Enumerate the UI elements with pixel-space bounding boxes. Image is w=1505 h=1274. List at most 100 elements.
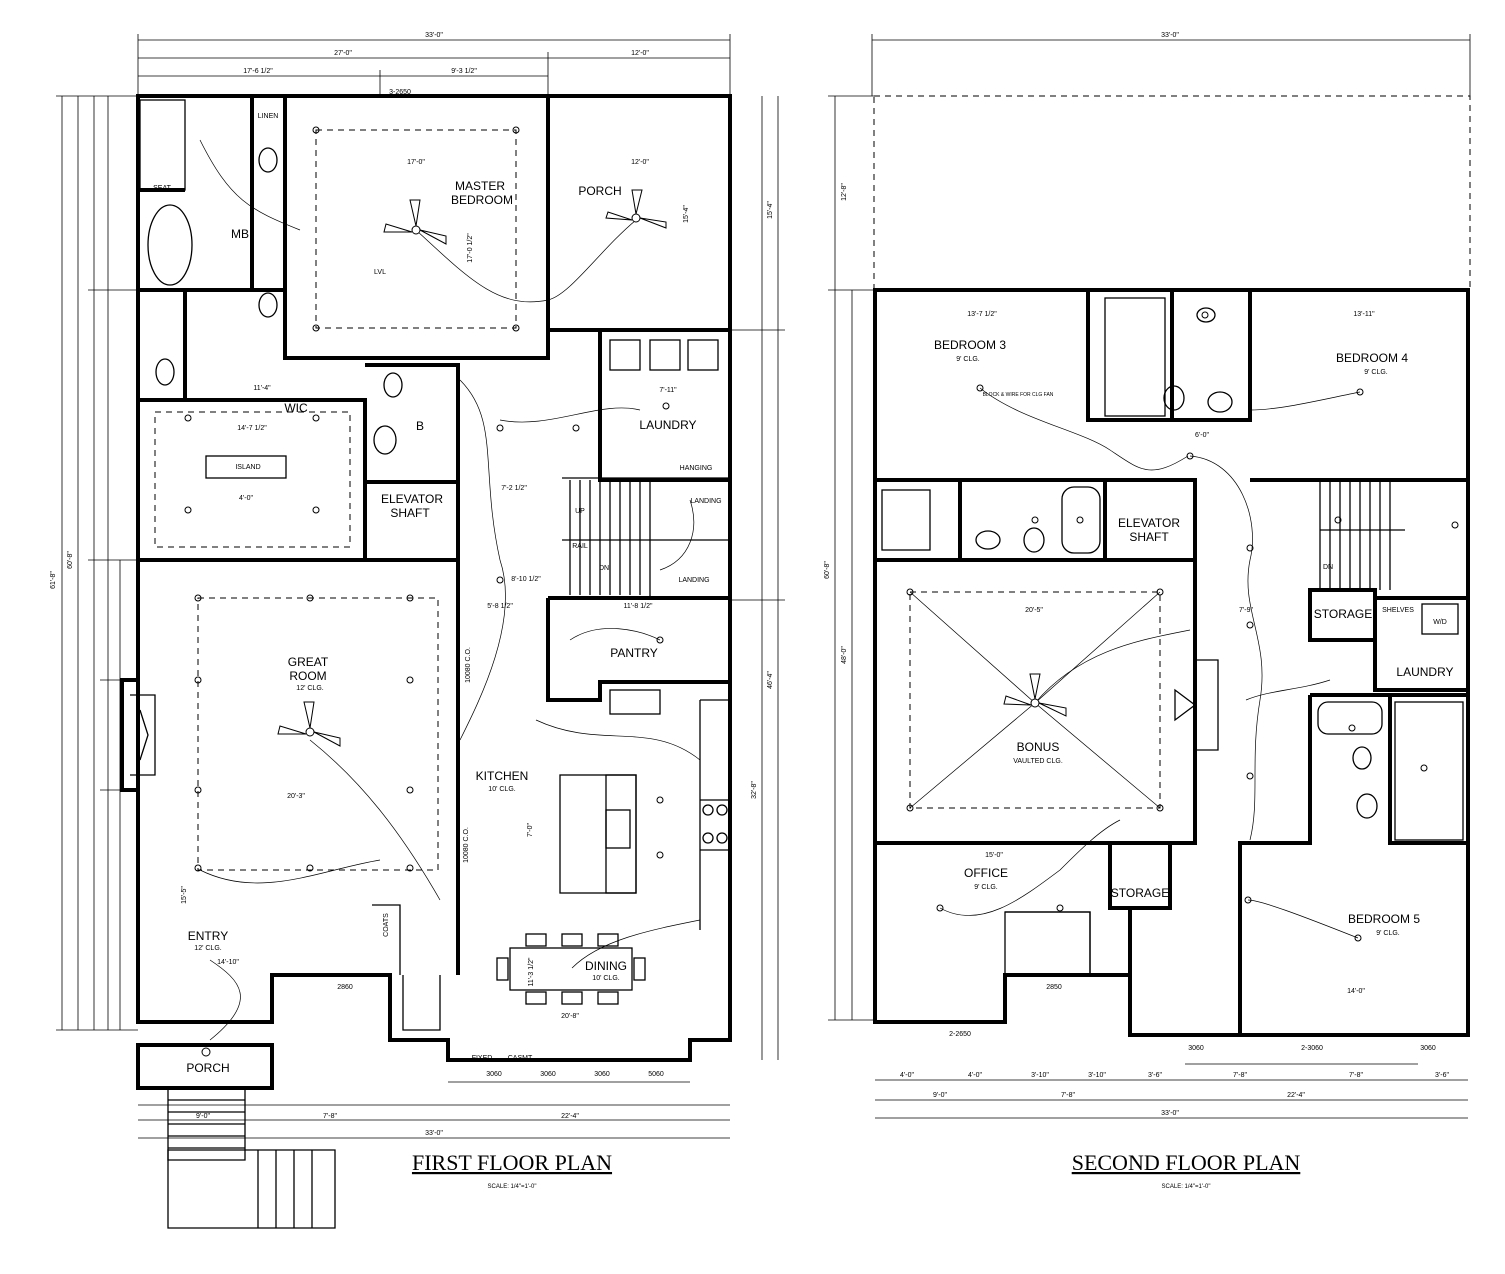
- office-ceiling: 9' CLG.: [974, 884, 998, 891]
- kitchen-island: [559, 774, 637, 894]
- svg-text:10080 C.O.: 10080 C.O.: [463, 827, 470, 863]
- room-bath: B: [416, 419, 424, 433]
- bedroom-5-ceiling: 9' CLG.: [1376, 930, 1400, 937]
- dim-top-left: 27'-0": [334, 50, 352, 57]
- stairs-up-label: UP: [575, 508, 585, 515]
- entry-ceiling: 12' CLG.: [194, 945, 221, 952]
- stairs-down-2f: DN: [1323, 564, 1333, 571]
- room-entry: ENTRY: [188, 929, 228, 943]
- kitchen-ceiling: 10' CLG.: [488, 786, 515, 793]
- dim-bottom-c: 22'-4": [561, 1113, 579, 1120]
- svg-text:6'-0": 6'-0": [1195, 432, 1209, 439]
- island-label: ISLAND: [235, 464, 260, 471]
- ceiling-fan-icon: [277, 701, 341, 747]
- svg-text:11'-3 1/2": 11'-3 1/2": [528, 957, 535, 987]
- dim-top-a: 17'-6 1/2": [243, 68, 273, 75]
- bonus-ceiling: VAULTED CLG.: [1013, 758, 1063, 765]
- room-front-porch: PORCH: [186, 1061, 229, 1075]
- dim-top-h-2: 12'-8": [841, 183, 848, 201]
- second-floor-plan: 33'-0" 60'-8" 48'-0" 12'-8": [824, 32, 1471, 1190]
- svg-text:4'-0": 4'-0": [900, 1072, 914, 1079]
- casement-label: CASMT: [508, 1055, 533, 1062]
- first-floor-interior-walls: [138, 96, 730, 1031]
- dining-table: [496, 933, 646, 1005]
- room-storage-1: STORAGE: [1314, 607, 1372, 621]
- svg-text:20'-3": 20'-3": [287, 793, 305, 800]
- first-floor-right-dimensions: 15'-4" 46'-4" 32'-8": [730, 96, 785, 1060]
- great-room-ceiling: 12' CLG.: [296, 685, 323, 692]
- electrical-wiring: [199, 139, 701, 1041]
- svg-text:4'-0": 4'-0": [239, 495, 253, 502]
- front-porch: [136, 1043, 336, 1229]
- room-elevator-2f-b: SHAFT: [1129, 530, 1169, 544]
- room-bedroom-5: BEDROOM 5: [1348, 912, 1420, 926]
- svg-text:13'-11": 13'-11": [1353, 311, 1375, 318]
- svg-text:7'-11": 7'-11": [659, 387, 677, 394]
- svg-text:13'-7 1/2": 13'-7 1/2": [967, 311, 997, 318]
- dining-ceiling: 10' CLG.: [592, 975, 619, 982]
- svg-text:15'-4": 15'-4": [683, 205, 690, 223]
- fireplace: [120, 678, 138, 792]
- seat-label: SEAT: [153, 185, 171, 192]
- dim-left-total-2: 60'-8": [824, 561, 831, 579]
- ceiling-fan-icon: [605, 189, 667, 229]
- window-1: 3060: [486, 1071, 502, 1078]
- svg-text:11'-8 1/2": 11'-8 1/2": [624, 603, 654, 610]
- svg-text:9'-0": 9'-0": [933, 1092, 947, 1099]
- ceiling-fan-icon: [383, 199, 447, 245]
- svg-text:14'-10": 14'-10": [217, 959, 239, 966]
- dim-overall-top: 33'-0": [1161, 32, 1179, 39]
- dim-right-c: 32'-8": [751, 781, 758, 799]
- light-fixtures-2: [906, 311, 1459, 942]
- washer-dryer-label: W/D: [1433, 619, 1447, 626]
- room-office: OFFICE: [964, 866, 1008, 880]
- room-master-bath: MB: [231, 227, 249, 241]
- landing-label-2: LANDING: [678, 577, 709, 584]
- coats-label: COATS: [383, 913, 390, 937]
- svg-text:15'-0": 15'-0": [985, 852, 1003, 859]
- room-elevator: ELEVATOR: [381, 492, 443, 506]
- dim-left-total: 61'-8": [50, 571, 57, 589]
- room-master-bedroom-2: BEDROOM: [451, 193, 513, 207]
- room-rear-porch: PORCH: [578, 184, 621, 198]
- svg-text:8'-10 1/2": 8'-10 1/2": [511, 576, 541, 583]
- roof-outline: [873, 95, 1471, 291]
- lvl-label: LVL: [374, 269, 386, 276]
- stairs-down-label: DN: [599, 565, 609, 572]
- svg-text:7'-8": 7'-8": [1233, 1072, 1247, 1079]
- svg-text:4'-0": 4'-0": [968, 1072, 982, 1079]
- room-pantry: PANTRY: [610, 646, 658, 660]
- first-floor-plan: 33'-0" 27'-0" 12'-0" 17'-6 1/2" 9'-3 1/2…: [50, 32, 785, 1229]
- svg-text:33'-0": 33'-0": [1161, 1110, 1179, 1117]
- svg-text:20'-5": 20'-5": [1025, 607, 1043, 614]
- shelves-label: SHELVES: [1382, 607, 1414, 614]
- fan-block-note: BLOCK & WIRE FOR CLG FAN: [983, 392, 1054, 398]
- dim-left-b: 60'-8": [67, 551, 74, 569]
- svg-text:3'-6": 3'-6": [1435, 1072, 1449, 1079]
- window-2: 3060: [540, 1071, 556, 1078]
- svg-text:11'-4": 11'-4": [253, 385, 271, 392]
- room-laundry-2f: LAUNDRY: [1396, 665, 1453, 679]
- svg-text:17'-0": 17'-0": [407, 159, 425, 166]
- svg-text:3'-10": 3'-10": [1031, 1072, 1049, 1079]
- svg-text:7'-2 1/2": 7'-2 1/2": [501, 485, 527, 492]
- bedroom-3-ceiling: 9' CLG.: [956, 356, 980, 363]
- first-floor-scale: SCALE: 1/4"=1'-0": [488, 1184, 537, 1190]
- wic-island: [205, 455, 287, 479]
- dim-left-b-2: 48'-0": [841, 646, 848, 664]
- svg-text:3060: 3060: [1188, 1045, 1204, 1052]
- door-top: 3-2650: [389, 89, 411, 96]
- window-4: 5060: [648, 1071, 664, 1078]
- linen-label: LINEN: [258, 113, 279, 120]
- room-storage-2: STORAGE: [1111, 886, 1169, 900]
- dim-bottom-a: 9'-0": [196, 1113, 210, 1120]
- dim-overall: 33'-0": [425, 32, 443, 39]
- first-floor-interior-dims: 17'-0" 12'-0" 17'-0 1/2" 15'-4" 20'-3" 1…: [181, 159, 690, 1020]
- svg-text:7'-8": 7'-8": [1061, 1092, 1075, 1099]
- room-dining: DINING: [585, 959, 627, 973]
- dim-right-b: 46'-4": [767, 671, 774, 689]
- room-laundry: LAUNDRY: [639, 418, 696, 432]
- dim-right-a: 15'-4": [767, 201, 774, 219]
- svg-text:14'-0": 14'-0": [1347, 988, 1365, 995]
